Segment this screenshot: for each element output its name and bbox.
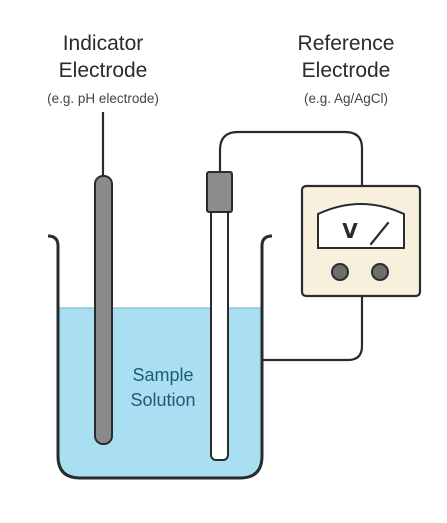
voltmeter-terminal-left xyxy=(331,263,349,281)
voltmeter-needle xyxy=(369,221,390,246)
voltmeter-display xyxy=(317,203,405,249)
reference-to-meter-wire xyxy=(218,130,364,186)
beaker xyxy=(47,234,273,480)
indicator-electrode-title-line2: Electrode xyxy=(59,59,148,82)
meter-to-solution-wire xyxy=(262,296,364,362)
voltmeter-symbol: V xyxy=(342,219,358,243)
voltmeter-terminal-right xyxy=(371,263,389,281)
indicator-electrode-subtitle: (e.g. pH electrode) xyxy=(47,91,159,106)
reference-electrode-title-line1: Reference xyxy=(298,32,395,55)
reference-electrode-title-line2: Electrode xyxy=(302,59,391,82)
sample-solution-label-line2: Solution xyxy=(130,390,195,410)
reference-electrode-tube xyxy=(210,203,229,461)
indicator-electrode xyxy=(94,175,113,445)
reference-electrode-subtitle: (e.g. Ag/AgCl) xyxy=(304,91,388,106)
reference-electrode-cap xyxy=(206,171,233,213)
indicator-electrode-title-line1: Indicator xyxy=(63,32,144,55)
sample-solution-label-line1: Sample xyxy=(132,365,193,385)
